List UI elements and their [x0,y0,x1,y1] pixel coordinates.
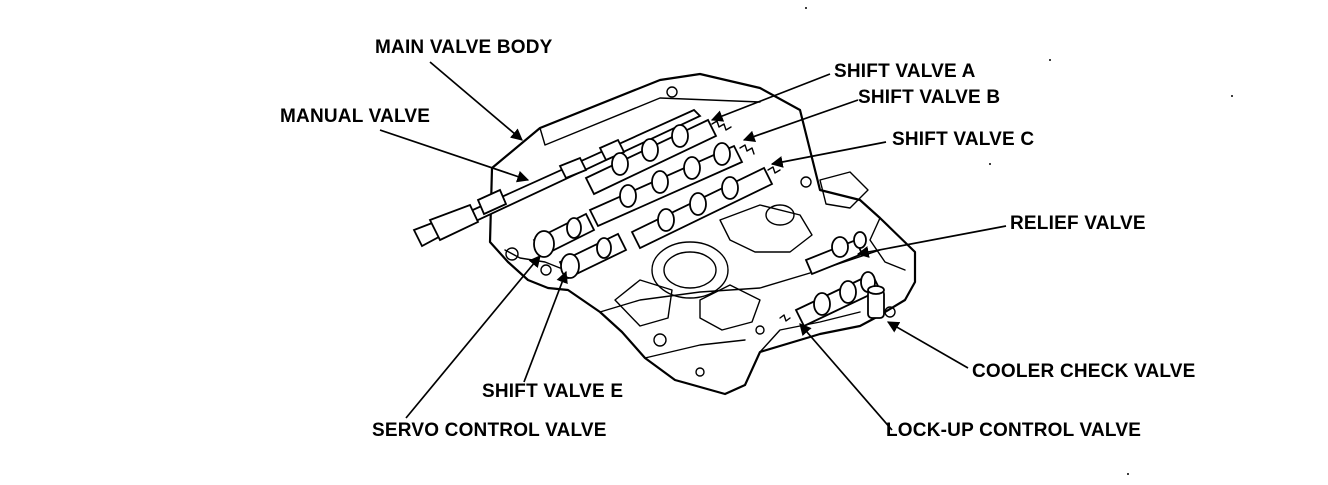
leader-shift-valve-b [742,99,859,143]
lock-up-control-valve-part [779,271,882,328]
label-cooler-check-valve: COOLER CHECK VALVE [972,361,1196,382]
label-shift-valve-c: SHIFT VALVE C [892,129,1035,150]
label-relief-valve: RELIEF VALVE [1010,213,1146,234]
label-shift-valve-b: SHIFT VALVE B [858,87,1001,108]
leader-main-valve-body [429,61,523,141]
label-shift-valve-a: SHIFT VALVE A [834,61,976,82]
leader-shift-valve-e [523,270,568,383]
shift-valve-a-part [584,118,732,196]
servo-control-valve-part [532,212,596,258]
cooler-check-valve-part [867,285,885,319]
leader-relief-valve [856,225,1007,258]
label-manual-valve: MANUAL VALVE [280,106,431,127]
leader-shift-valve-a [710,73,831,122]
leader-shift-valve-c [770,141,887,168]
label-lock-up-control-valve: LOCK-UP CONTROL VALVE [886,420,1142,441]
leader-servo-control-valve [405,255,541,419]
valve-body-plate [488,72,917,396]
label-shift-valve-e: SHIFT VALVE E [482,381,624,402]
shift-valve-b-part [588,142,755,228]
leader-lines [379,61,1007,431]
leader-cooler-check-valve [886,321,969,369]
relief-valve-part [804,231,867,276]
shift-valve-e-part [558,232,628,280]
shift-valve-c-part [630,166,781,250]
manual-valve-part [412,108,702,248]
leader-manual-valve [379,129,530,183]
label-servo-control-valve: SERVO CONTROL VALVE [372,420,607,441]
leader-lock-up-control-valve [799,323,893,431]
label-main-valve-body: MAIN VALVE BODY [375,37,553,58]
scan-specks [805,7,1233,475]
